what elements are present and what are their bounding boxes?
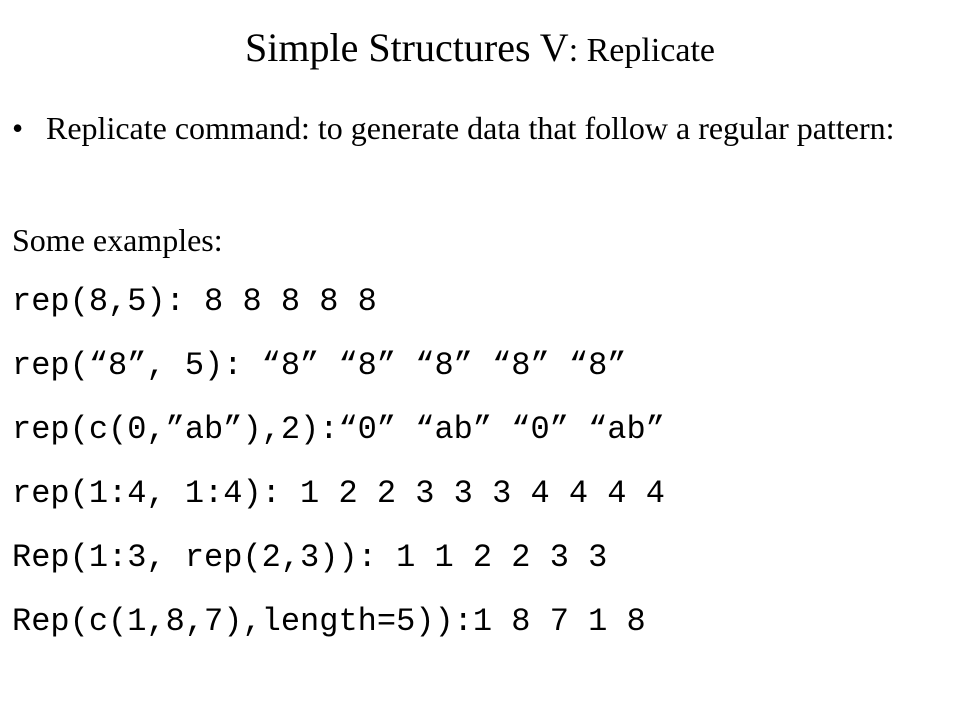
title-main: Simple Structures V [244,25,569,70]
title-sub: : Replicate [568,32,716,69]
example-line: rep(c(0,”ab”),2):“0” “ab” “0” “ab” [12,411,665,448]
example-line: Rep(c(1,8,7),length=5)):1 8 7 1 8 [12,603,646,640]
example-line: rep(“8”, 5): “8” “8” “8” “8” “8” [12,347,627,384]
example-line: Rep(1:3, rep(2,3)): 1 1 2 2 3 3 [12,539,608,576]
slide-title: Simple Structures V: Replicate [0,22,960,77]
bullet-item: • Replicate command: to generate data th… [12,106,932,150]
examples-list: rep(8,5): 8 8 8 8 8 rep(“8”, 5): “8” “8”… [12,280,665,664]
bullet-dot-icon: • [12,110,24,146]
example-line: rep(1:4, 1:4): 1 2 2 3 3 3 4 4 4 4 [12,475,665,512]
bullet-text: Replicate command: to generate data that… [46,110,895,146]
bullet-list: • Replicate command: to generate data th… [12,106,932,150]
examples-intro: Some examples: [12,222,223,258]
example-line: rep(8,5): 8 8 8 8 8 [12,283,377,320]
